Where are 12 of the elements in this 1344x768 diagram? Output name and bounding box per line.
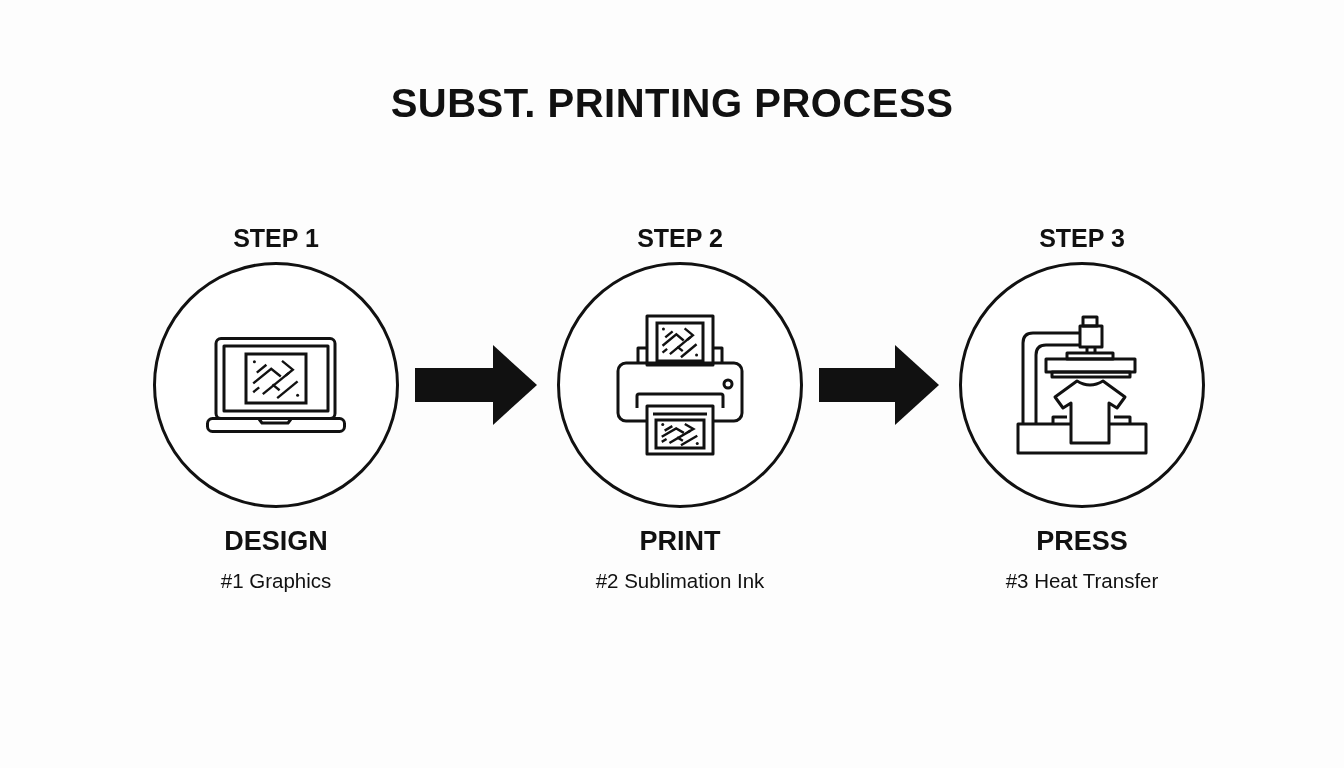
step-name: DESIGN bbox=[224, 525, 328, 557]
step-heading: STEP 1 bbox=[233, 223, 319, 254]
step-description: #2 Sublimation Ink bbox=[595, 569, 765, 593]
step-heading: STEP 3 bbox=[1039, 223, 1125, 254]
step-name: PRESS bbox=[1036, 525, 1128, 557]
step-description: #3 Heat Transfer bbox=[1005, 569, 1159, 593]
step-description: #1 Graphics bbox=[220, 569, 332, 593]
block-arrow bbox=[415, 345, 537, 425]
block-arrow bbox=[819, 345, 939, 425]
step-heading: STEP 2 bbox=[637, 223, 723, 254]
diagram-title: SUBST. PRINTING PROCESS bbox=[390, 80, 954, 126]
step-name: PRINT bbox=[639, 525, 721, 557]
